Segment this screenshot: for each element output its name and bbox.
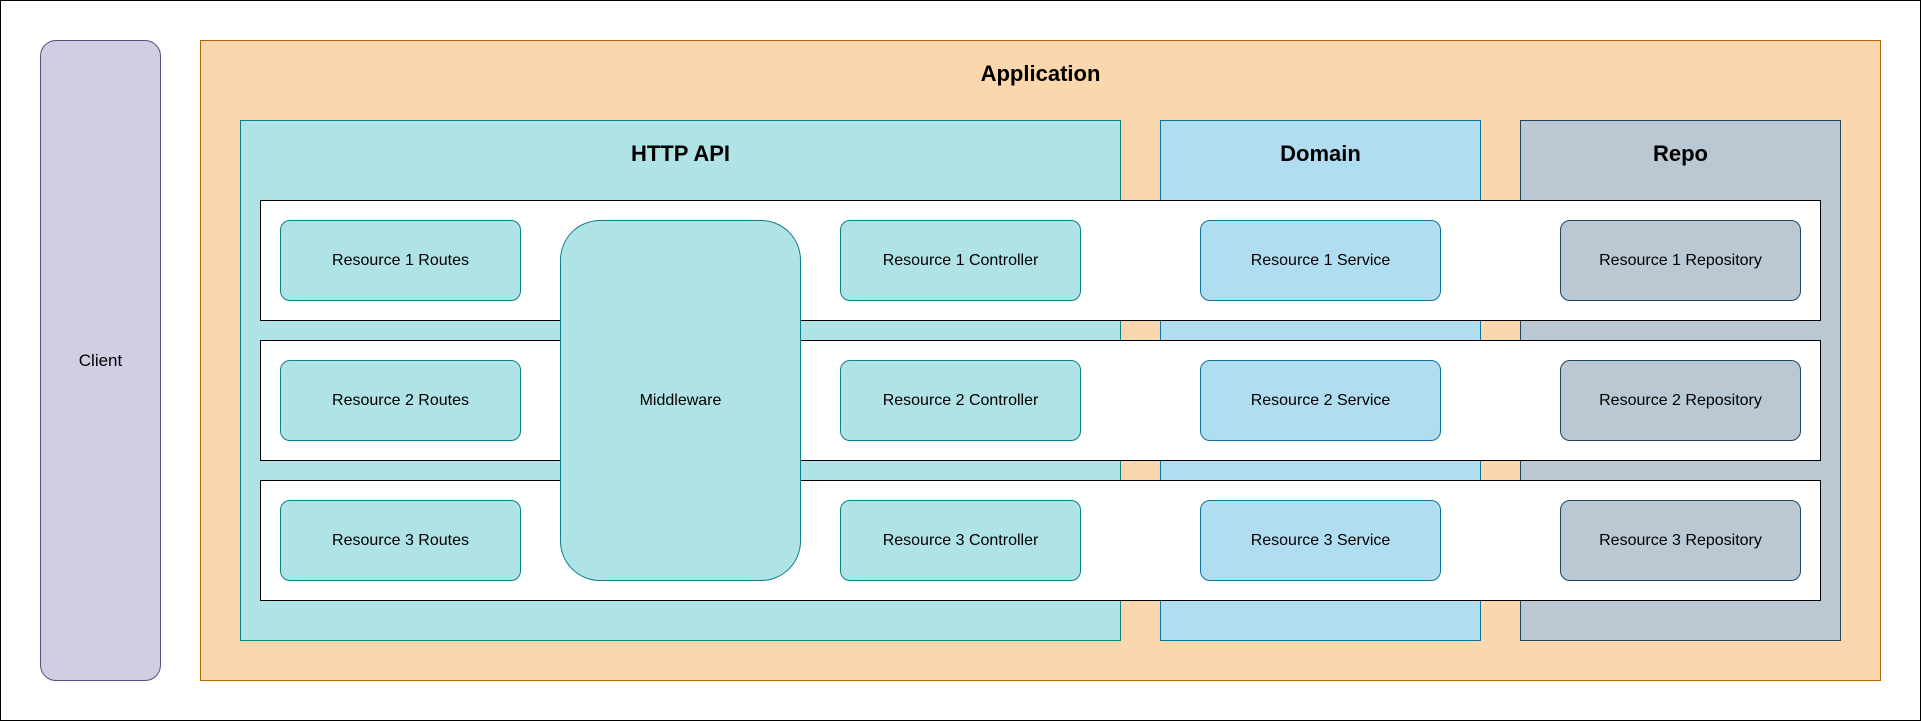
resource-1-routes-node: Resource 1 Routes (280, 220, 521, 301)
domain-title: Domain (1280, 141, 1361, 166)
resource-1-controller-label: Resource 1 Controller (882, 251, 1039, 269)
resource-2-service-label: Resource 2 Service (1250, 391, 1391, 409)
middleware-label: Middleware (639, 391, 722, 409)
resource-2-routes-label: Resource 2 Routes (332, 391, 469, 409)
application-title: Application (980, 61, 1101, 86)
middleware-node: Middleware (560, 220, 801, 581)
resource-1-controller-node: Resource 1 Controller (840, 220, 1081, 301)
resource-3-controller-node: Resource 3 Controller (840, 500, 1081, 581)
resource-3-controller-label: Resource 3 Controller (882, 531, 1039, 549)
resource-3-service-node: Resource 3 Service (1200, 500, 1441, 581)
resource-1-service-label: Resource 1 Service (1250, 251, 1391, 269)
resource-3-repository-node: Resource 3 Repository (1560, 500, 1801, 581)
resource-3-routes-label: Resource 3 Routes (332, 531, 469, 549)
client-box: Client (40, 40, 161, 681)
resource-2-controller-node: Resource 2 Controller (840, 360, 1081, 441)
resource-1-routes-label: Resource 1 Routes (332, 251, 469, 269)
http-api-title: HTTP API (630, 141, 730, 166)
client-label: Client (78, 350, 123, 370)
resource-3-repository-label: Resource 3 Repository (1599, 531, 1762, 549)
resource-1-service-node: Resource 1 Service (1200, 220, 1441, 301)
resource-2-repository-label: Resource 2 Repository (1599, 391, 1762, 409)
resource-1-repository-label: Resource 1 Repository (1599, 251, 1762, 269)
repo-title: Repo (1653, 141, 1708, 166)
resource-2-service-node: Resource 2 Service (1200, 360, 1441, 441)
resource-2-routes-node: Resource 2 Routes (280, 360, 521, 441)
resource-2-repository-node: Resource 2 Repository (1560, 360, 1801, 441)
resource-1-repository-node: Resource 1 Repository (1560, 220, 1801, 301)
resource-3-service-label: Resource 3 Service (1250, 531, 1391, 549)
resource-3-routes-node: Resource 3 Routes (280, 500, 521, 581)
resource-2-controller-label: Resource 2 Controller (882, 391, 1039, 409)
